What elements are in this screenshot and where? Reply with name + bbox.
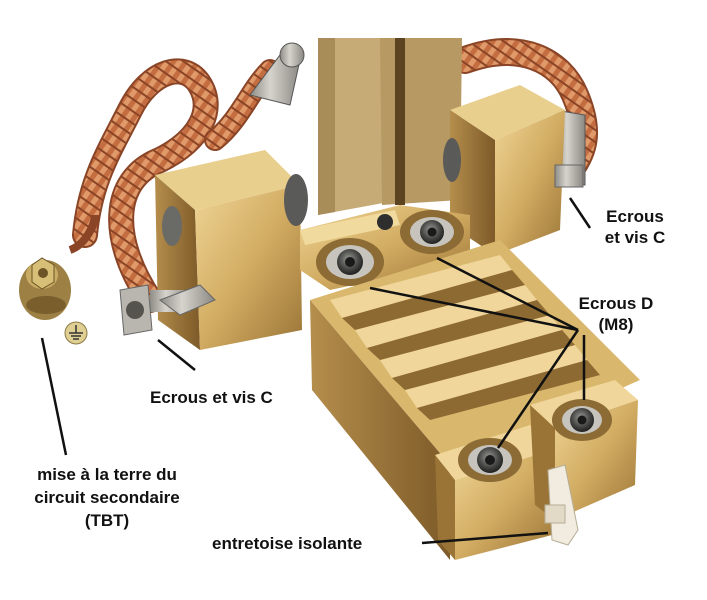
brass-block-left — [155, 150, 308, 350]
leader-ecrous-d-3 — [496, 329, 580, 449]
leader-ecrous-c-right — [568, 197, 592, 229]
leader-entretoise — [421, 531, 549, 545]
earth-symbol-icon — [64, 321, 88, 345]
nut-d-top-left — [337, 249, 363, 275]
bolt-c-right — [554, 164, 584, 188]
bolt-c-left — [119, 284, 216, 336]
cable-lug-top — [249, 42, 305, 106]
leader-lines — [40, 197, 592, 545]
label-mise-a-la-terre: mise à la terre du circuit secondaire (T… — [34, 465, 180, 530]
clamp-block-bottom-left — [435, 425, 552, 560]
nut-d-top-right — [420, 220, 444, 244]
insulating-spacer — [544, 464, 579, 546]
label-ecrous-d: Ecrous D (M8) — [578, 294, 654, 334]
label-ecrous-vis-c-right: Ecrous et vis C — [604, 207, 666, 247]
clamp-block-bottom-right — [530, 380, 638, 520]
label-entretoise-isolante: entretoise isolante — [212, 534, 363, 553]
leader-ecrous-d-1 — [436, 256, 579, 332]
leader-ecrous-c-left — [157, 339, 196, 371]
ground-terminal — [19, 214, 99, 320]
leader-mise-terre — [40, 337, 68, 456]
label-ecrous-vis-c-left: Ecrous et vis C — [150, 388, 273, 407]
electrode-bars — [318, 38, 462, 215]
leader-ecrous-d-2 — [369, 286, 579, 332]
